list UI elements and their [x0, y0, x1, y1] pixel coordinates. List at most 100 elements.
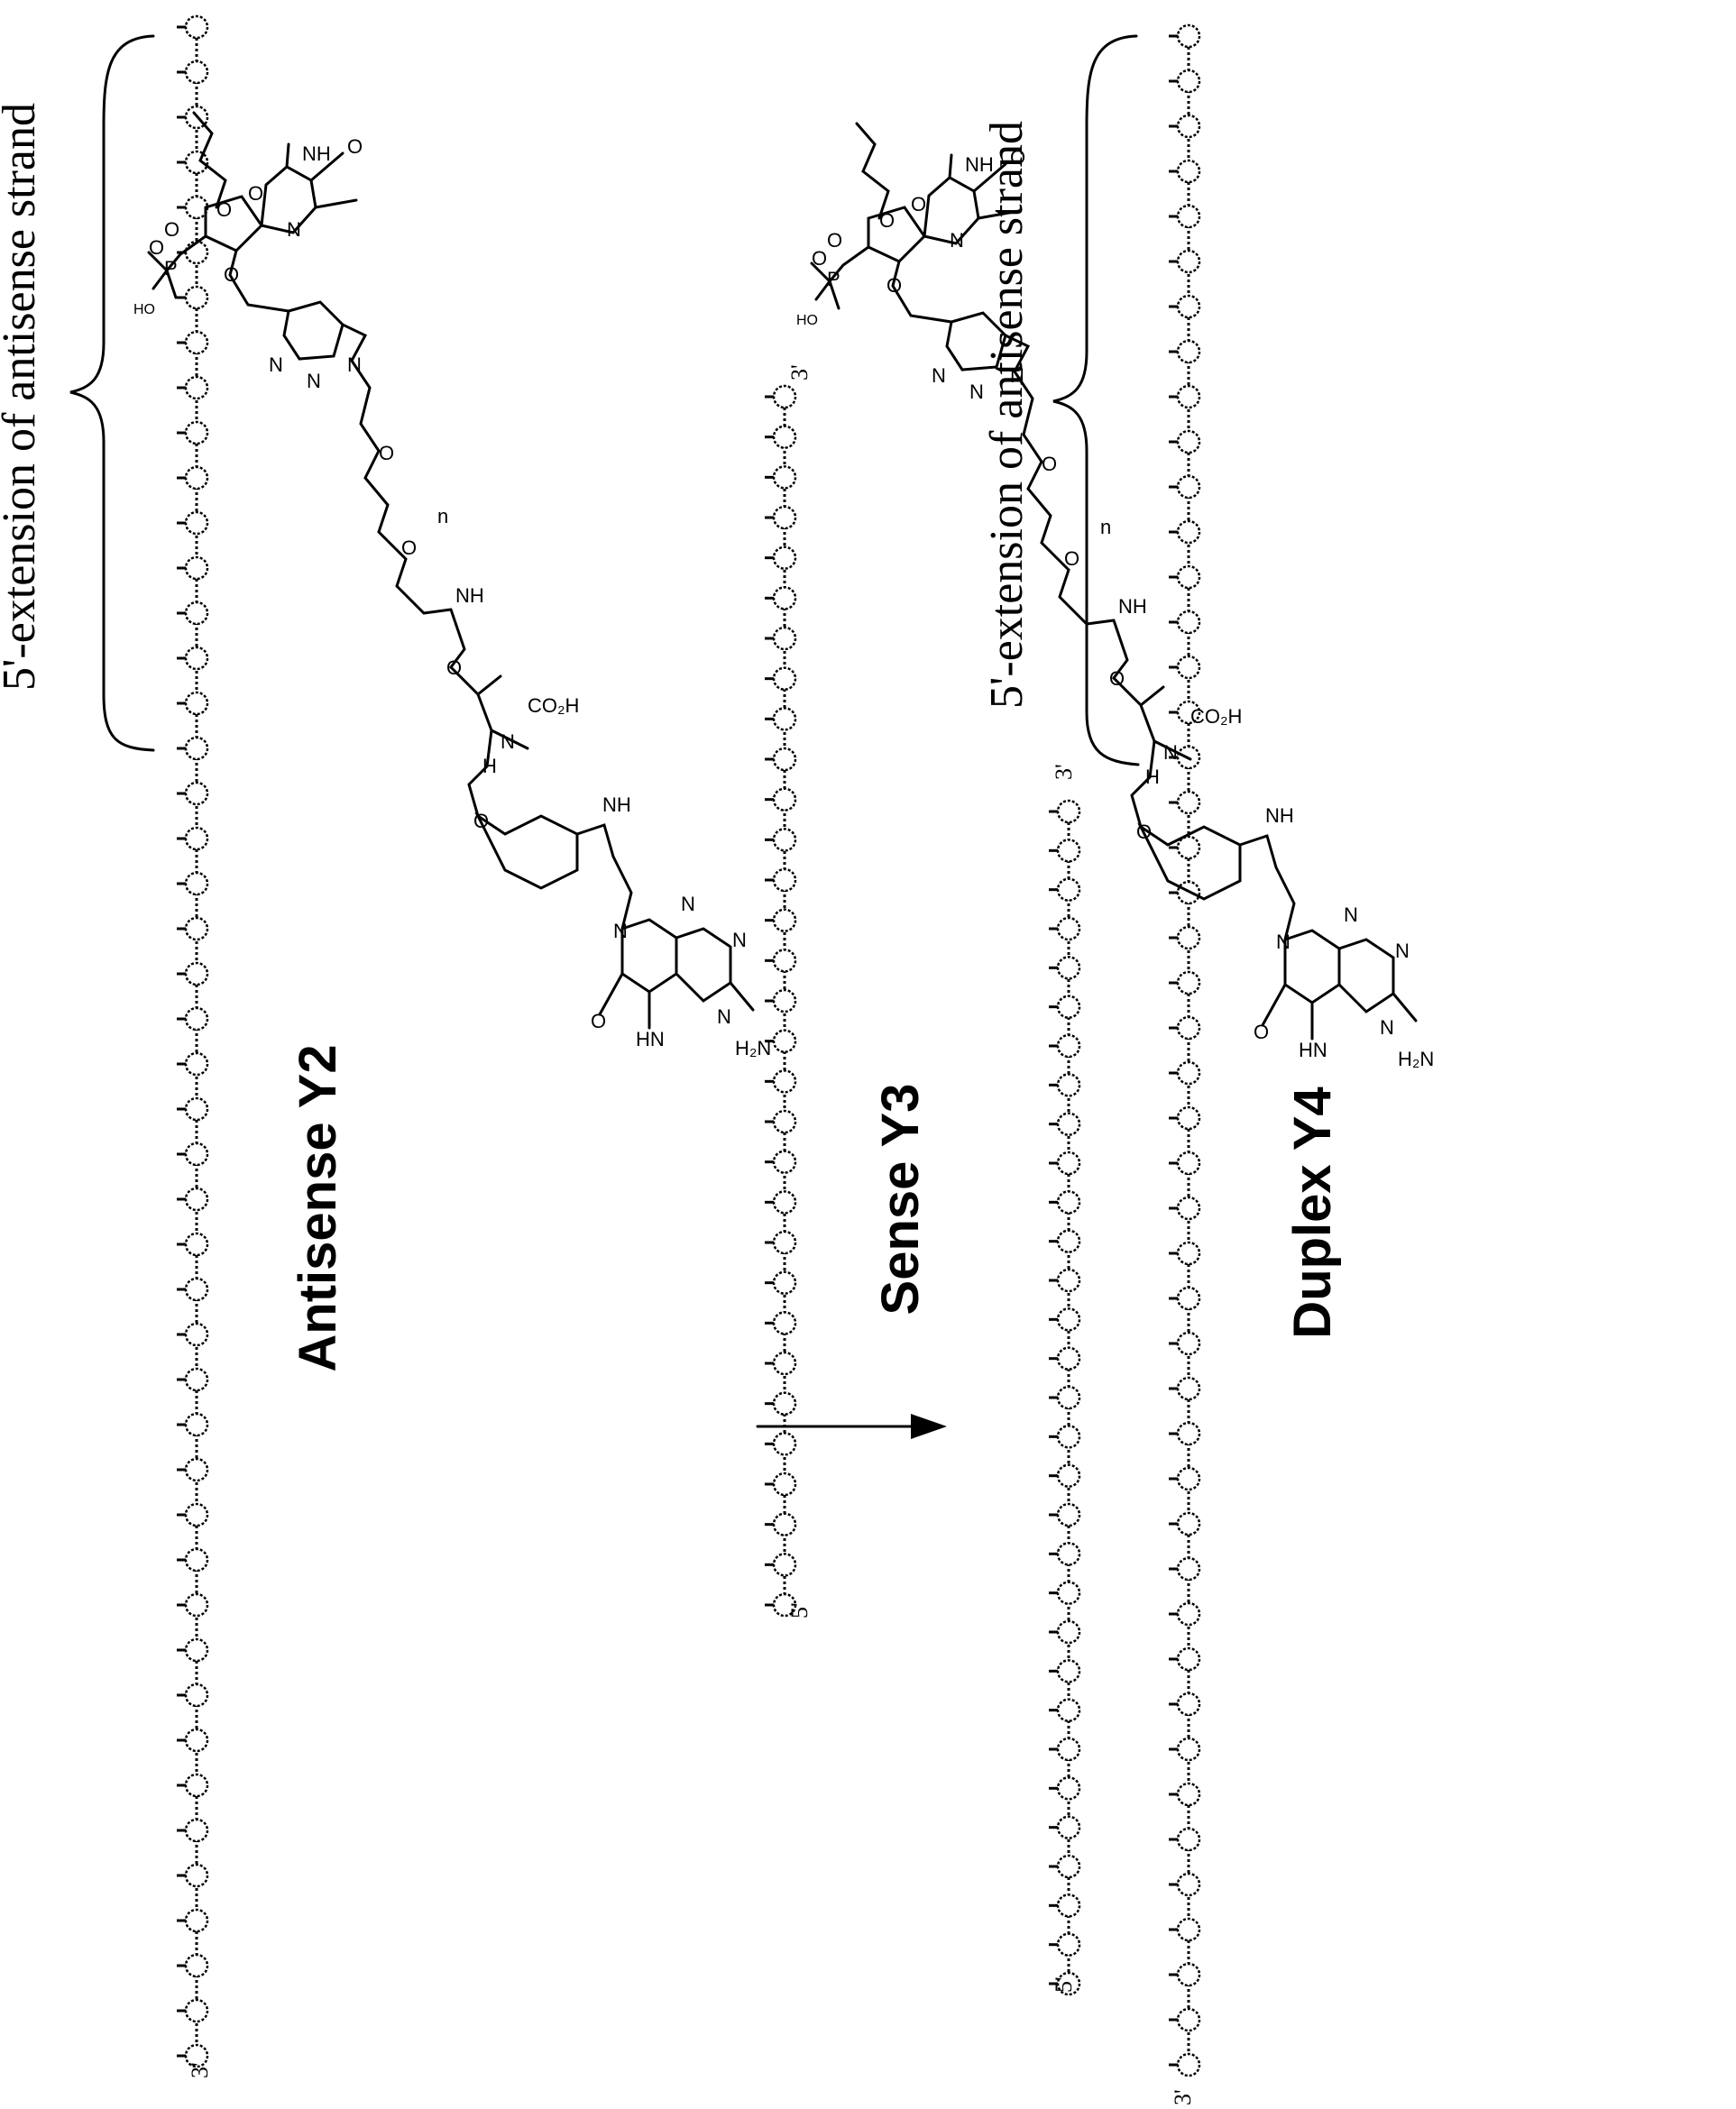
- duplex-sense-nucleotide: [1058, 1738, 1079, 1760]
- svg-text:HN: HN: [636, 1028, 665, 1050]
- duplex-sense-nucleotide: [1058, 1934, 1079, 1956]
- antisense-nucleotide: [186, 1324, 207, 1345]
- svg-text:O: O: [1254, 1021, 1269, 1043]
- sense-nucleotide: [774, 990, 795, 1012]
- svg-text:N: N: [1276, 931, 1291, 953]
- antisense-nucleotide: [186, 2000, 207, 2022]
- sense-nucleotide: [774, 1151, 795, 1173]
- svg-text:N: N: [950, 229, 964, 252]
- svg-text:O: O: [473, 810, 489, 832]
- sense-nucleotide: [774, 869, 795, 891]
- duplex-sense-nucleotide: [1058, 1426, 1079, 1447]
- svg-text:H: H: [1145, 766, 1160, 788]
- duplex-antisense-nucleotide: [1178, 341, 1199, 362]
- duplex-antisense-strand: [1169, 25, 1199, 2076]
- sense-nucleotide: [774, 910, 795, 931]
- antisense-nucleotide: [186, 1098, 207, 1120]
- sense-nucleotide: [774, 1393, 795, 1415]
- antisense-nucleotide: [186, 332, 207, 353]
- sense-nucleotide: [774, 507, 795, 528]
- sense-nucleotide: [774, 466, 795, 488]
- sense-nucleotide: [774, 789, 795, 811]
- duplex-antisense-nucleotide: [1178, 1648, 1199, 1670]
- duplex-sense-nucleotide: [1058, 1621, 1079, 1643]
- antisense-nucleotide: [186, 1549, 207, 1571]
- duplex-sense-nucleotide: [1058, 1308, 1079, 1330]
- antisense-nucleotide: [186, 602, 207, 624]
- antisense-nucleotide: [186, 783, 207, 804]
- duplex-antisense-nucleotide: [1178, 1964, 1199, 1985]
- svg-text:NH: NH: [1265, 804, 1294, 827]
- svg-text:HO: HO: [796, 313, 818, 328]
- duplex-sense-nucleotide: [1058, 1270, 1079, 1291]
- antisense-nucleotide: [186, 1233, 207, 1255]
- svg-text:P: P: [827, 268, 840, 290]
- antisense-nucleotide: [186, 647, 207, 669]
- duplex-antisense-nucleotide: [1178, 1288, 1199, 1309]
- sense-nucleotide: [774, 1191, 795, 1213]
- svg-text:N: N: [969, 381, 984, 403]
- antisense-nucleotide: [186, 1414, 207, 1435]
- sense-nucleotide: [774, 1272, 795, 1294]
- sense-nucleotide: [774, 628, 795, 649]
- antisense-nucleotide: [186, 918, 207, 940]
- duplex-sense-nucleotide: [1058, 1152, 1079, 1174]
- duplex-sense-nucleotide: [1058, 1660, 1079, 1682]
- svg-text:O: O: [1042, 453, 1057, 475]
- duplex-antisense-nucleotide: [1178, 251, 1199, 272]
- svg-text:O: O: [879, 209, 895, 232]
- antisense-nucleotide: [186, 1820, 207, 1841]
- sense-nucleotide: [774, 1433, 795, 1454]
- sense-nucleotide: [774, 708, 795, 729]
- antisense-nucleotide: [186, 738, 207, 759]
- duplex-antisense-nucleotide: [1178, 1738, 1199, 1760]
- svg-text:O: O: [911, 193, 926, 215]
- duplex-sense-nucleotide: [1058, 879, 1079, 901]
- duplex-antisense-nucleotide: [1178, 160, 1199, 182]
- duplex-sense-nucleotide: [1058, 1777, 1079, 1799]
- duplex-antisense-nucleotide: [1178, 1919, 1199, 1940]
- svg-text:O: O: [248, 182, 263, 205]
- duplex-antisense-nucleotide: [1178, 296, 1199, 317]
- antisense-nucleotide: [186, 1594, 207, 1616]
- duplex-sense-nucleotide: [1058, 1465, 1079, 1487]
- sense-3prime-label: 3': [786, 364, 813, 381]
- duplex-sense-nucleotide: [1058, 1231, 1079, 1252]
- duplex-sense-nucleotide: [1058, 801, 1079, 822]
- duplex-sense-nucleotide: [1058, 1543, 1079, 1564]
- sense-nucleotide: [774, 1312, 795, 1334]
- svg-text:O: O: [149, 236, 164, 259]
- duplex-sense-nucleotide: [1058, 1074, 1079, 1096]
- antisense-nucleotide: [186, 1684, 207, 1706]
- duplex-antisense-nucleotide: [1178, 1423, 1199, 1444]
- duplex-antisense-nucleotide: [1178, 1829, 1199, 1850]
- sense-nucleotide: [774, 748, 795, 770]
- duplex-antisense-nucleotide: [1178, 206, 1199, 227]
- antisense-nucleotide: [186, 1143, 207, 1165]
- duplex-antisense-nucleotide: [1178, 431, 1199, 453]
- svg-text:N: N: [1010, 364, 1024, 387]
- duplex-antisense-nucleotide: [1178, 1693, 1199, 1715]
- duplex-antisense-nucleotide: [1178, 476, 1199, 498]
- svg-text:O: O: [1010, 146, 1025, 169]
- duplex-antisense-nucleotide: [1178, 837, 1199, 858]
- duplex-antisense-nucleotide: [1178, 70, 1199, 92]
- duplex-antisense-nucleotide: [1178, 25, 1199, 47]
- duplex-antisense-nucleotide: [1178, 1874, 1199, 1895]
- antisense-nucleotide: [186, 1910, 207, 1931]
- svg-text:NH: NH: [1118, 595, 1147, 618]
- antisense-nucleotide: [186, 1729, 207, 1751]
- duplex-sense-nucleotide: [1058, 839, 1079, 861]
- svg-text:N: N: [681, 893, 695, 915]
- duplex-sense-3prime-label: 3': [1051, 764, 1077, 780]
- svg-text:O: O: [812, 247, 827, 270]
- svg-text:O: O: [886, 274, 902, 297]
- duplex-antisense-nucleotide: [1178, 1378, 1199, 1399]
- svg-text:O: O: [1064, 547, 1079, 570]
- antisense-nucleotide: [186, 242, 207, 263]
- sense-y3-strand: [765, 386, 795, 1616]
- duplex-antisense-nucleotide: [1178, 1333, 1199, 1354]
- duplex-sense-nucleotide: [1058, 1582, 1079, 1604]
- antisense-nucleotide: [186, 1053, 207, 1075]
- antisense-nucleotide: [186, 61, 207, 83]
